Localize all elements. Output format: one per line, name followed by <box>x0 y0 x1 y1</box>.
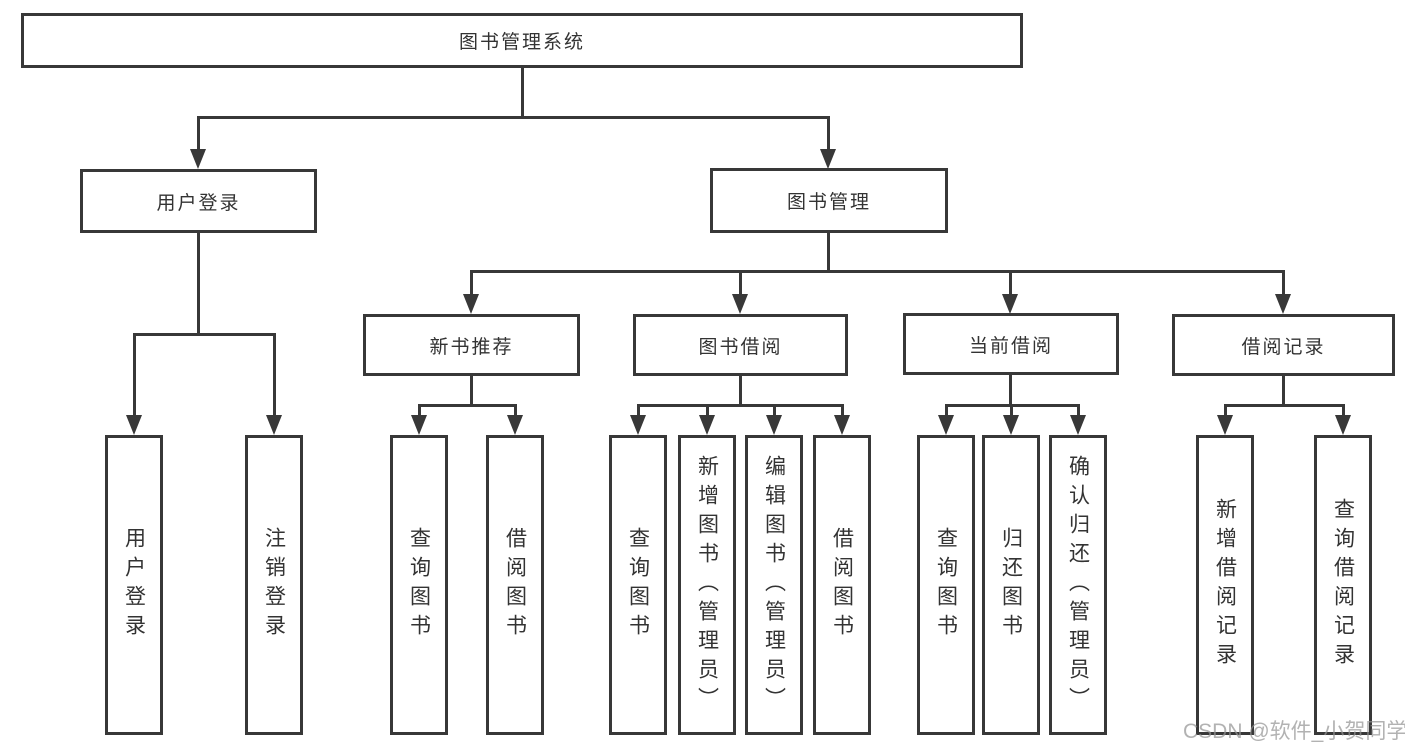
connector-line <box>636 404 640 418</box>
csdn-watermark: CSDN @软件_小贺同学 <box>1183 720 1405 743</box>
arrow-down-icon <box>411 415 427 435</box>
node-user-login: 用户登录 <box>80 169 317 233</box>
leaf-label: 新增借阅记录 <box>1213 498 1237 672</box>
connector-line <box>469 376 473 406</box>
arrow-down-icon <box>1070 415 1086 435</box>
arrow-down-icon <box>1003 415 1019 435</box>
connector-line <box>944 404 948 418</box>
connector-line <box>1281 270 1285 296</box>
leaf-add-borrow-record: 新增借阅记录 <box>1196 435 1254 735</box>
leaf-query-books-1: 查询图书 <box>390 435 448 735</box>
connector-line <box>469 270 473 296</box>
arrow-down-icon <box>1002 294 1018 314</box>
connector-line <box>196 233 200 335</box>
node-new-book-recommend: 新书推荐 <box>363 314 580 376</box>
connector-line <box>1009 404 1013 418</box>
leaf-query-borrow-record: 查询借阅记录 <box>1314 435 1372 735</box>
connector-line <box>520 68 524 118</box>
connector-line <box>840 404 844 418</box>
node-book-management: 图书管理 <box>710 168 948 233</box>
connector-line <box>272 333 276 417</box>
leaf-label: 查询图书 <box>626 527 650 643</box>
arrow-down-icon <box>699 415 715 435</box>
connector-line <box>1008 375 1012 406</box>
connector-line <box>196 116 200 151</box>
leaf-label: 新增图书（管理员） <box>695 454 719 716</box>
connector-line <box>1076 404 1080 418</box>
connector-line <box>1223 404 1345 407</box>
leaf-label: 查询借阅记录 <box>1331 498 1355 672</box>
leaf-edit-book-admin: 编辑图书（管理员） <box>745 435 803 735</box>
connector-line <box>1281 376 1285 406</box>
leaf-query-books-3: 查询图书 <box>917 435 975 735</box>
leaf-borrow-books-2: 借阅图书 <box>813 435 871 735</box>
arrow-down-icon <box>630 415 646 435</box>
node-borrowing-records: 借阅记录 <box>1172 314 1395 376</box>
connector-line <box>705 404 709 418</box>
connector-line <box>417 404 421 418</box>
connector-line <box>469 270 1285 273</box>
leaf-label: 查询图书 <box>407 527 431 643</box>
leaf-label: 用户登录 <box>122 527 146 643</box>
arrow-down-icon <box>507 415 523 435</box>
arrow-down-icon <box>1217 415 1233 435</box>
node-current-borrowing: 当前借阅 <box>903 313 1119 375</box>
connector-line <box>1008 270 1012 296</box>
leaf-label: 归还图书 <box>999 527 1023 643</box>
leaf-add-book-admin: 新增图书（管理员） <box>678 435 736 735</box>
arrow-down-icon <box>732 294 748 314</box>
arrow-down-icon <box>266 415 282 435</box>
leaf-confirm-return-admin: 确认归还（管理员） <box>1049 435 1107 735</box>
arrow-down-icon <box>126 415 142 435</box>
node-root: 图书管理系统 <box>21 13 1023 68</box>
leaf-label: 借阅图书 <box>830 527 854 643</box>
connector-line <box>738 376 742 406</box>
connector-line <box>826 116 830 151</box>
leaf-label: 确认归还（管理员） <box>1066 454 1090 716</box>
leaf-label: 借阅图书 <box>503 527 527 643</box>
arrow-down-icon <box>834 415 850 435</box>
leaf-user-login: 用户登录 <box>105 435 163 735</box>
leaf-borrow-books-1: 借阅图书 <box>486 435 544 735</box>
connector-line <box>1341 404 1345 418</box>
leaf-return-books: 归还图书 <box>982 435 1040 735</box>
arrow-down-icon <box>820 149 836 169</box>
leaf-label: 编辑图书（管理员） <box>762 454 786 716</box>
connector-line <box>1223 404 1227 418</box>
arrow-down-icon <box>1335 415 1351 435</box>
connector-line <box>738 270 742 296</box>
connector-line <box>417 404 517 407</box>
leaf-query-books-2: 查询图书 <box>609 435 667 735</box>
leaf-label: 注销登录 <box>262 527 286 643</box>
connector-line <box>132 333 276 336</box>
connector-line <box>513 404 517 418</box>
arrow-down-icon <box>766 415 782 435</box>
leaf-label: 查询图书 <box>934 527 958 643</box>
arrow-down-icon <box>938 415 954 435</box>
arrow-down-icon <box>463 294 479 314</box>
leaf-logout-login: 注销登录 <box>245 435 303 735</box>
connector-line <box>636 404 844 407</box>
connector-line <box>772 404 776 418</box>
connector-line <box>132 333 136 417</box>
arrow-down-icon <box>1275 294 1291 314</box>
arrow-down-icon <box>190 149 206 169</box>
connector-line <box>196 116 830 119</box>
connector-line <box>826 233 830 272</box>
node-book-borrowing: 图书借阅 <box>633 314 848 376</box>
